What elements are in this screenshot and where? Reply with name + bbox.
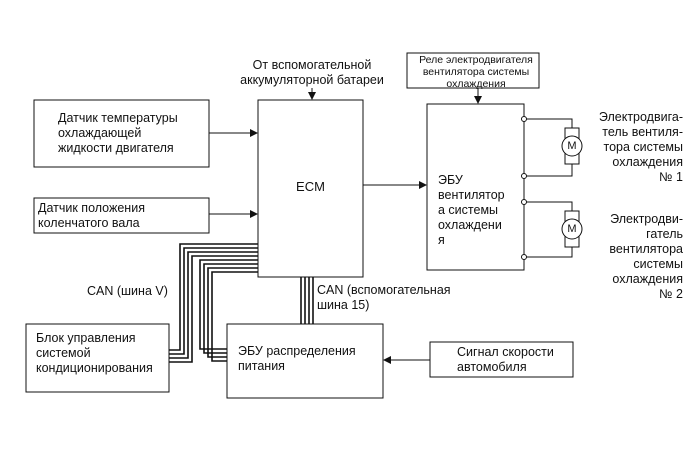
can-v-label: CAN (шина V): [87, 284, 168, 298]
motor1-wire-bottom: [524, 160, 573, 177]
can-v-bus-line: [169, 243, 258, 351]
aux-battery-label: От вспомогательной аккумуляторной батаре…: [240, 58, 384, 87]
can-v-bus-line: [207, 267, 258, 358]
motor1-icon: [561, 135, 583, 157]
terminal: [521, 116, 527, 122]
crank-sensor-label: Датчик положения коленчатого вала: [38, 201, 145, 230]
can-v-bus-line: [211, 271, 258, 362]
motor1-symbol: M: [567, 140, 577, 152]
can-v-bus-line: [203, 263, 258, 354]
motor2-icon: [561, 218, 583, 240]
motor2-symbol: M: [567, 223, 577, 235]
crank-sensor-box: [33, 197, 210, 234]
speed-signal-label: Сигнал скорости автомобиля: [457, 345, 554, 374]
fan-relay-box: [406, 52, 540, 89]
ac-ecu-label: Блок управления системой кондиционирован…: [36, 331, 153, 375]
terminal: [521, 254, 527, 260]
motor1-label: Электродвига- тель вентиля- тора системы…: [598, 110, 683, 184]
ecm-box: [257, 99, 364, 278]
terminal: [521, 199, 527, 205]
motor2-wire-bottom: [524, 243, 573, 258]
can-v-bus-line: [169, 255, 258, 363]
can-v-bus-line: [199, 259, 258, 350]
fan-relay-label: Реле электродвигателя вентилятора систем…: [419, 54, 533, 90]
ecm-label: ECM: [296, 179, 325, 194]
fan-ecu-box: [426, 103, 525, 271]
fan-ecu-label: ЭБУ вентилятор а системы охлаждени я: [438, 173, 505, 247]
can-v-bus-line: [169, 247, 258, 355]
coolant-sensor-label: Датчик температуры охлаждающей жидкости …: [58, 111, 178, 155]
can-v-bus-line: [169, 251, 258, 359]
can-aux-label: CAN (вспомогательная шина 15): [317, 283, 451, 312]
terminal: [521, 173, 527, 179]
power-ecu-label: ЭБУ распределения питания: [238, 344, 356, 373]
motor2-label: Электродви- гатель вентилятора системы о…: [609, 212, 683, 301]
